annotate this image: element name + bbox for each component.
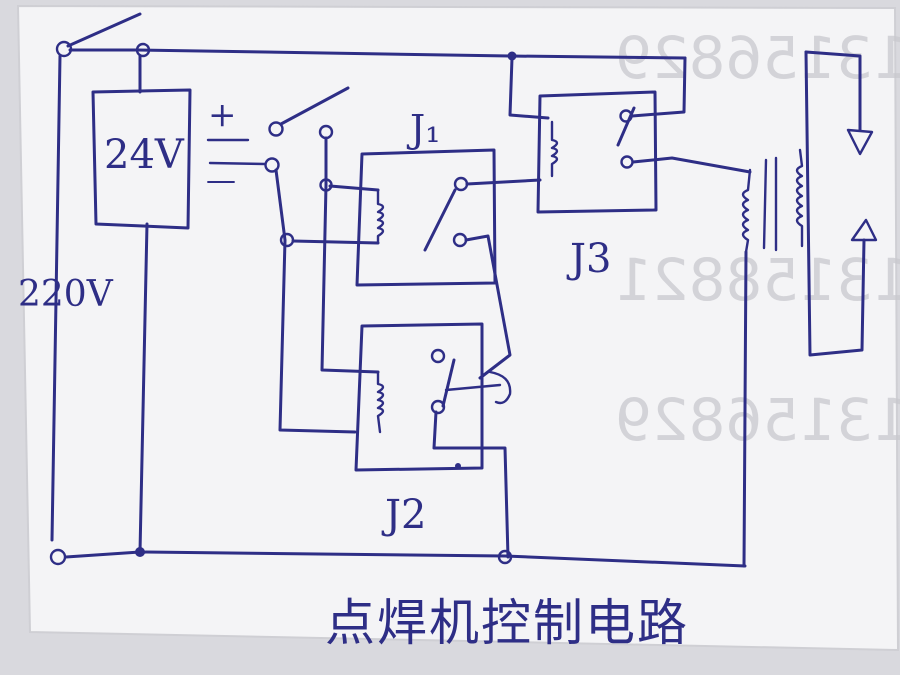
relay-j3-label: J3 (566, 236, 611, 282)
relay-j1: J₁ (355, 107, 542, 380)
relay-j1-label: J₁ (406, 107, 440, 151)
background-print-row-3: 13156829 (615, 386, 900, 454)
relay-j3: J3 (508, 56, 752, 282)
mains-wiring (49, 12, 747, 568)
main-switch (208, 86, 380, 434)
welding-transformer (741, 50, 878, 568)
relay-j2: J2 (354, 322, 512, 559)
polarity-minus: — (206, 163, 236, 198)
polarity-plus: + (208, 95, 237, 135)
background-print-row-2: 13158821 (615, 246, 900, 314)
diagram-caption: 点焊机控制电路 (325, 594, 689, 652)
relay-j2-label: J2 (381, 492, 426, 538)
mains-label: 220V (18, 274, 114, 315)
supply-24v: 24V (91, 88, 192, 230)
supply-24v-label: 24V (104, 132, 185, 178)
paper-sheet (16, 4, 900, 652)
